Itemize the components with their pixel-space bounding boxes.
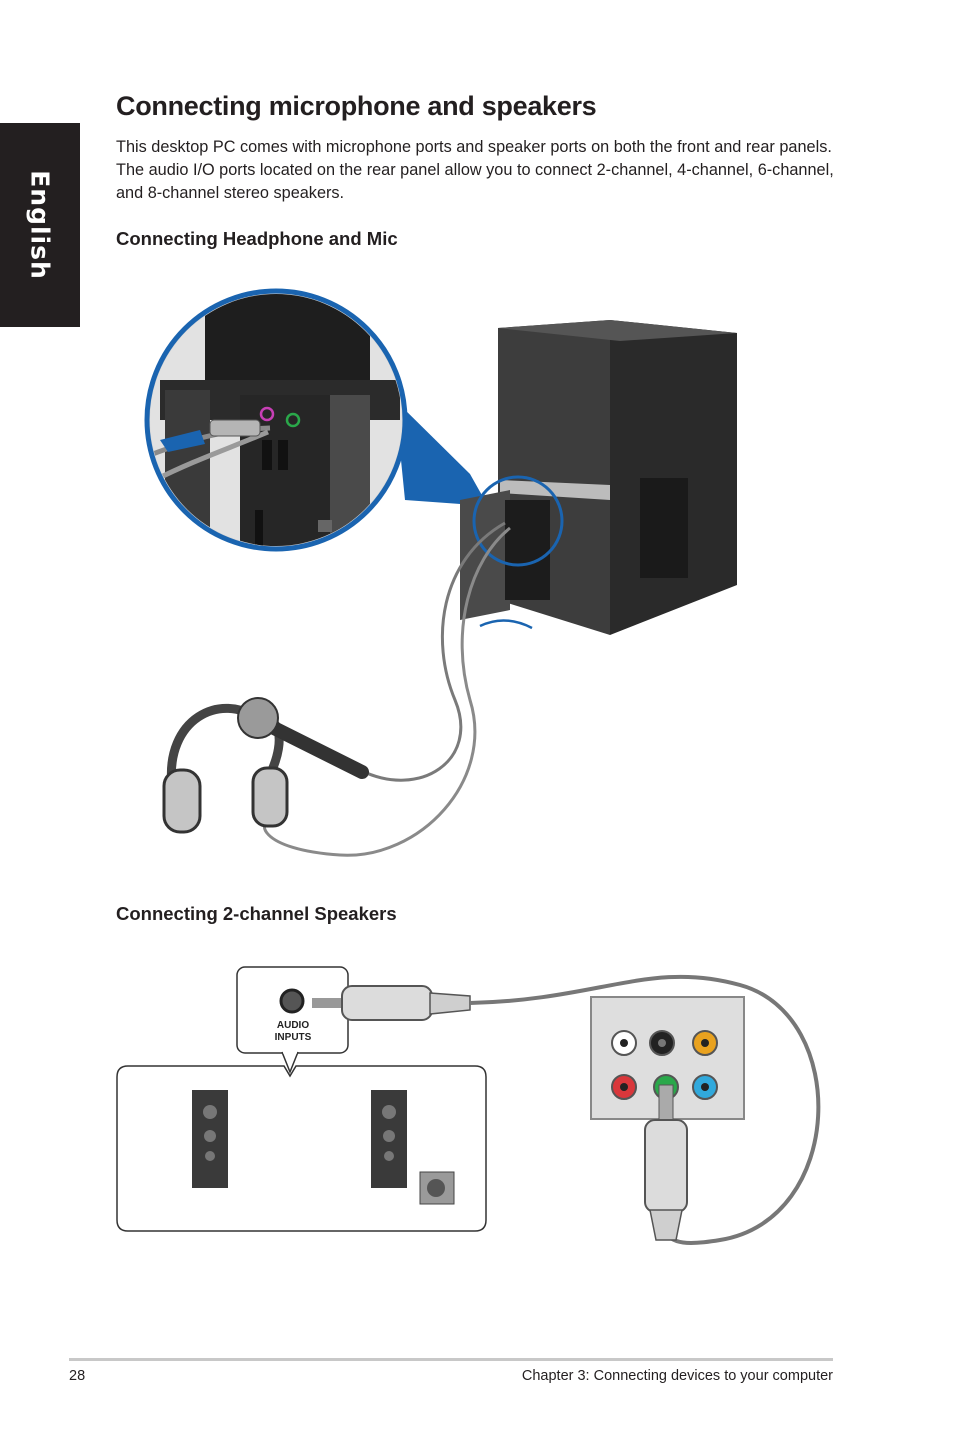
right-speaker-icon xyxy=(371,1090,407,1188)
line-out-plug-icon xyxy=(644,1119,688,1213)
microphone-icon xyxy=(237,697,369,779)
zoom-callout xyxy=(144,288,408,552)
desktop-tower-icon xyxy=(460,320,737,635)
language-tab: English xyxy=(0,123,80,327)
intro-paragraph: This desktop PC comes with microphone po… xyxy=(116,138,834,202)
chapter-title: Chapter 3: Connecting devices to your co… xyxy=(521,1368,833,1384)
left-speaker-icon xyxy=(192,1090,228,1188)
section-heading-headphone-mic: Connecting Headphone and Mic xyxy=(116,228,398,249)
audio-inputs-label-line2: INPUTS xyxy=(275,1032,312,1043)
insert-arrow-icon xyxy=(160,430,205,452)
speaker-set-frame xyxy=(116,1065,487,1232)
audio-inputs-label-line1: AUDIO xyxy=(277,1020,309,1031)
section-heading-two-channel: Connecting 2-channel Speakers xyxy=(116,903,397,924)
door-open-arrow-icon xyxy=(479,619,533,630)
footer-divider xyxy=(69,1358,833,1361)
page-number: 28 xyxy=(69,1368,86,1384)
subwoofer-icon xyxy=(419,1171,455,1205)
headphone-port-icon xyxy=(285,412,301,428)
plug-tip-icon xyxy=(312,998,352,1008)
mic-port-icon xyxy=(259,406,275,422)
port-highlight-circle xyxy=(472,475,564,567)
callout-wedge xyxy=(395,400,488,506)
language-tab-label: English xyxy=(25,170,55,280)
plug-icon xyxy=(209,419,261,437)
page-title: Connecting microphone and speakers xyxy=(116,91,597,121)
two-channel-speakers-illustration: AUDIO INPUTS xyxy=(116,966,821,1245)
headphone-mic-illustration xyxy=(144,288,737,857)
audio-input-jack-icon xyxy=(279,988,305,1014)
